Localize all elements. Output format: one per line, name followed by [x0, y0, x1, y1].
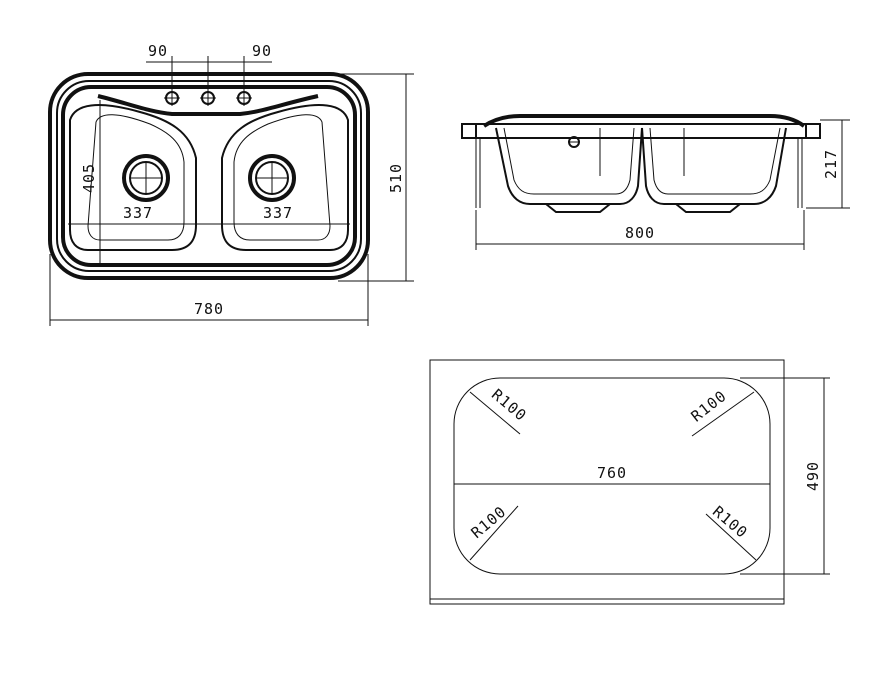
cutout-view: 760 490 R100 R100 R100 R100	[429, 359, 830, 605]
dim-cutout-depth-label: 490	[804, 461, 822, 491]
side-bowl-left-inner	[503, 127, 635, 195]
side-rim	[482, 114, 806, 128]
dim-tap-spacing: 90 90	[146, 42, 272, 90]
side-clip-right	[805, 123, 821, 139]
left-drain	[122, 154, 170, 202]
dim-radius-top-left-label: R100	[488, 385, 530, 425]
dim-cutout-width-label: 760	[597, 464, 627, 482]
dim-radius-top-right: R100	[688, 387, 755, 437]
dim-side-height-label: 217	[822, 149, 840, 179]
dim-overall-depth-label: 510	[387, 163, 405, 193]
dim-radius-bottom-right: R100	[705, 502, 757, 561]
side-outlet-right	[675, 203, 741, 213]
dim-side-width-label: 800	[625, 224, 655, 242]
tap-deck-edge	[97, 94, 319, 116]
right-bowl-inner	[233, 114, 331, 241]
dim-radius-bottom-left: R100	[468, 502, 519, 561]
dim-bowl-depth-label: 405	[80, 163, 98, 193]
dim-bowl-width-right: 337	[263, 204, 293, 222]
side-bowl-right-outer	[641, 127, 787, 205]
dim-bowl-depth: 405	[80, 100, 101, 266]
right-drain	[248, 154, 296, 202]
side-outlet-left	[545, 203, 611, 213]
dim-side-width: 800	[475, 210, 805, 250]
dim-bowl-width-left: 337	[123, 204, 153, 222]
dim-overall-depth: 510	[338, 73, 414, 282]
side-clip-left	[461, 123, 477, 139]
dim-side-height: 217	[806, 119, 850, 209]
dim-overall-width: 780	[49, 254, 369, 326]
inner-rim	[56, 80, 362, 272]
dim-cutout-width: 760	[454, 464, 770, 485]
dim-overall-width-label: 780	[194, 300, 224, 318]
dim-radius-top-right-label: R100	[688, 387, 731, 426]
outer-rim	[48, 72, 370, 280]
dim-tap-spacing-left: 90	[148, 42, 168, 60]
left-bowl-inner	[87, 114, 185, 241]
dim-bowl-widths: 337 337	[68, 204, 350, 225]
cutout-outline	[453, 377, 771, 575]
cutout-panel	[429, 359, 785, 605]
right-bowl	[221, 104, 349, 251]
side-bowl-left-outer	[495, 127, 643, 205]
dim-tap-spacing-right: 90	[252, 42, 272, 60]
sink-top-view: 90 90 405 337 337 510 780	[48, 42, 414, 326]
deck-edge	[61, 85, 357, 267]
sink-side-view: 217 800	[461, 114, 850, 250]
side-bowl-right-inner	[649, 127, 781, 195]
left-bowl	[69, 104, 197, 251]
dim-radius-top-left: R100	[469, 385, 530, 435]
dim-cutout-depth: 490	[740, 377, 830, 575]
